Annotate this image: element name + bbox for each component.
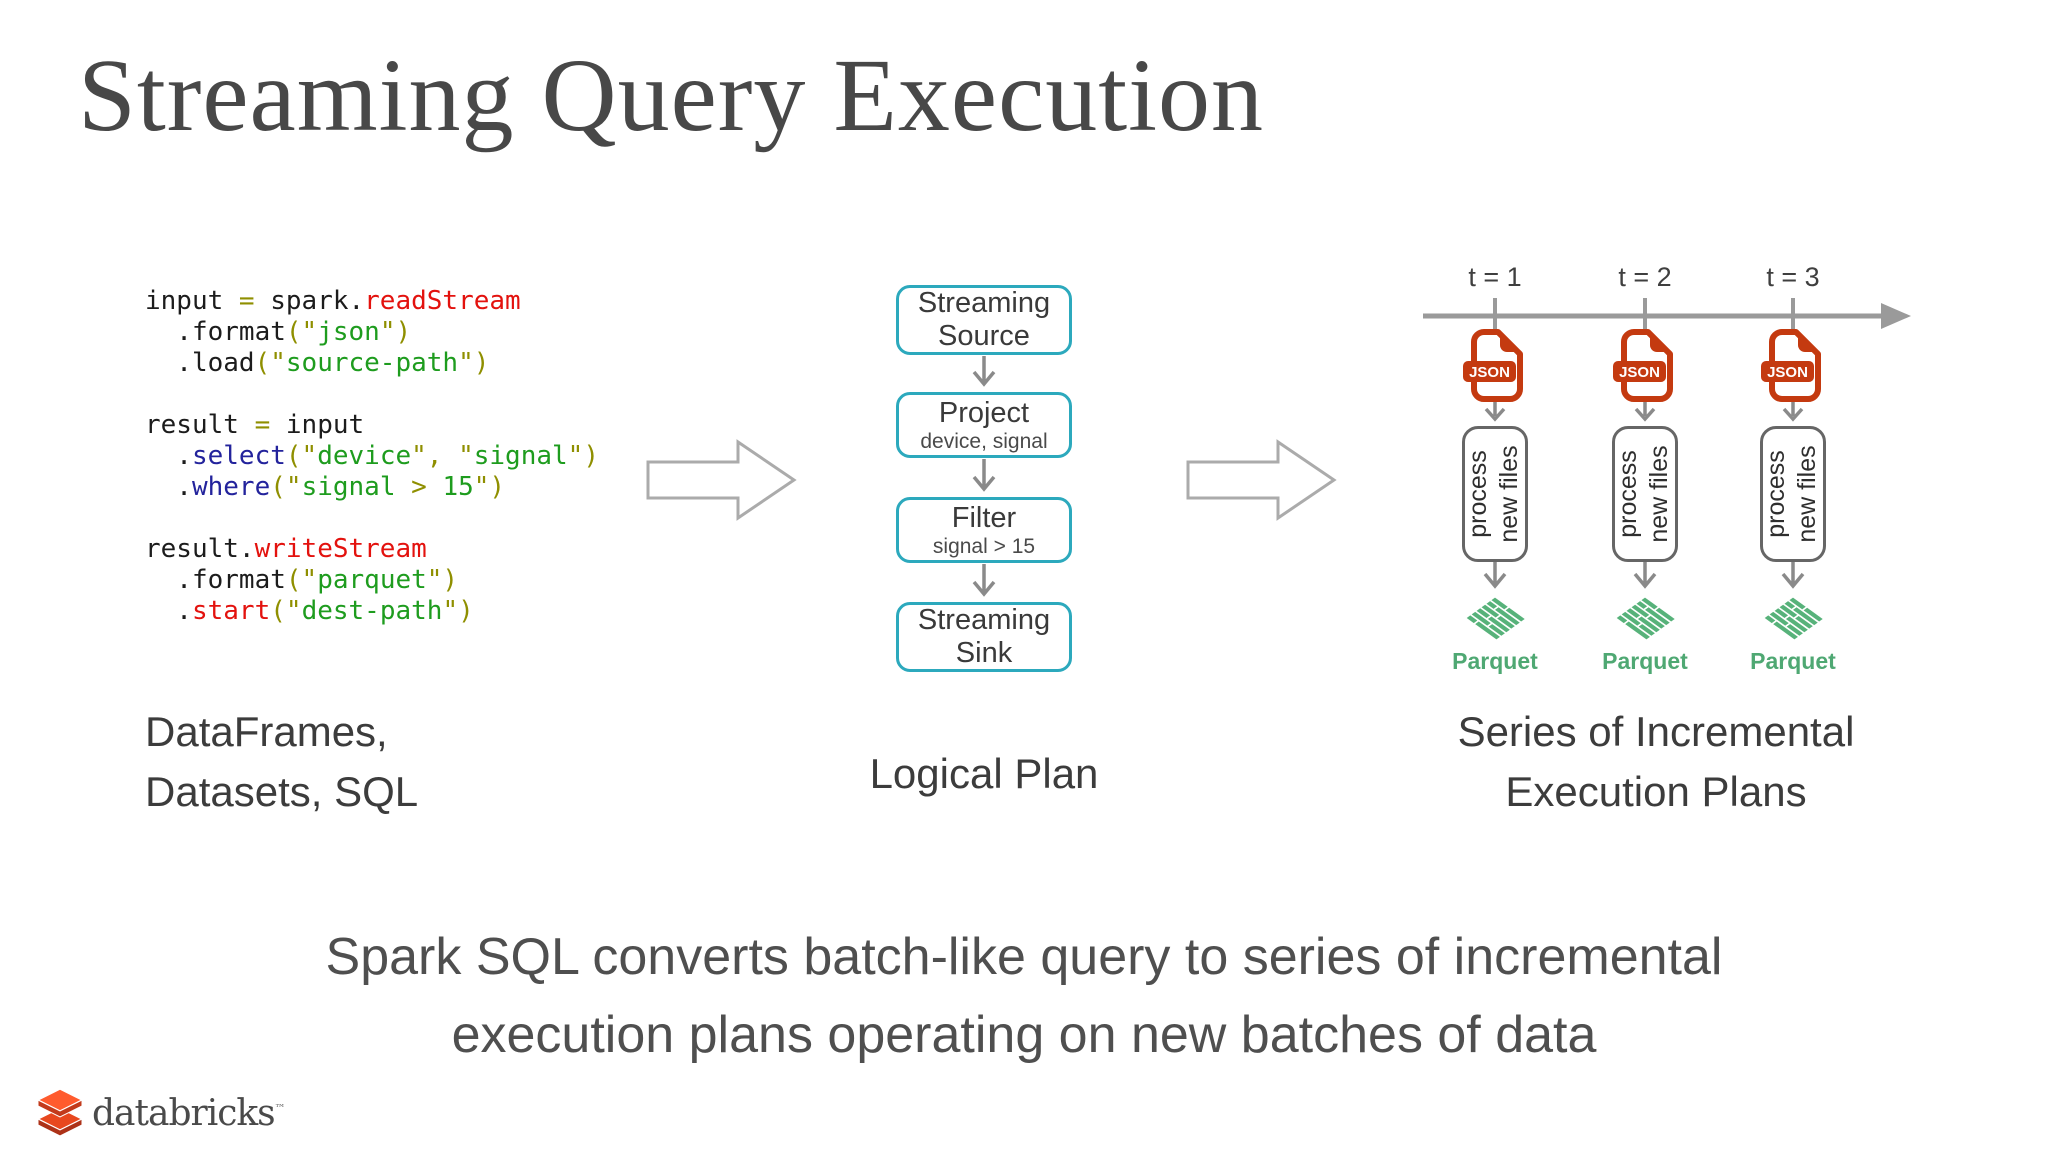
plan-node-streaming-sink: Streaming Sink [896,602,1072,672]
label-dataframes: DataFrames, Datasets, SQL [145,702,418,822]
databricks-wordmark: databricks™ [92,1092,286,1134]
parquet-label: Parquet [1452,648,1538,674]
code-line [145,379,599,410]
process-box-label: process new files [1614,445,1673,543]
code-line: result = input [145,410,365,440]
caption-line1: Spark SQL converts batch-like query to s… [325,928,1723,986]
code-line: .select("device", "signal") [145,441,599,471]
code-line: result.writeStream [145,534,427,564]
process-box-label: process new files [1464,445,1523,543]
parquet-label: Parquet [1750,648,1836,674]
label-dataframes-line1: DataFrames, [145,708,388,755]
label-dataframes-line2: Datasets, SQL [145,768,419,815]
t-label: t = 1 [1468,262,1522,292]
down-arrow-icon [972,564,996,597]
json-file-label: JSON [1619,364,1660,381]
plan-node-subtitle: signal > 15 [932,535,1036,558]
timeline-axis-icon [1423,298,1911,332]
process-box: process new files [1462,426,1528,562]
timeline-column-2: t = 2 JSON process new files Parquet [1577,262,1713,675]
json-file-label: JSON [1767,364,1808,381]
t-label: t = 2 [1618,262,1672,292]
databricks-logo: databricks™ [34,1088,286,1138]
label-series-line2: Execution Plans [1505,768,1807,815]
plan-node-project: Project device, signal [896,392,1072,458]
databricks-bricks-icon [36,1088,84,1137]
caption: Spark SQL converts batch-like query to s… [0,918,2048,1074]
plan-node-streaming-source: Streaming Source [896,285,1072,355]
timeline-column-1: t = 1 JSON process new files Parquet [1427,262,1563,675]
parquet-icon [1466,597,1525,640]
trademark-symbol: ™ [274,1101,286,1115]
down-arrow-icon [1483,562,1507,589]
json-file-icon: JSON [1761,329,1821,402]
code-line: .format("parquet") [145,565,459,595]
down-arrow-icon [1484,402,1506,422]
code-line: input = spark.readStream [145,286,521,316]
label-series-incremental: Series of Incremental Execution Plans [1386,702,1926,822]
plan-node-title: Project [938,397,1030,429]
plan-node-title: Filter [951,502,1017,534]
code-line: .where("signal > 15") [145,472,506,502]
t-label: t = 3 [1766,262,1820,292]
plan-node-subtitle: device, signal [920,430,1048,453]
json-file-icon: JSON [1463,329,1523,402]
plan-node-title: Streaming [917,287,1051,319]
down-arrow-icon [972,459,996,492]
code-block: input = spark.readStream .format("json")… [145,286,599,627]
plan-node-title: Source [938,320,1030,352]
label-series-line1: Series of Incremental [1457,708,1855,755]
caption-line2: execution plans operating on new batches… [451,1006,1597,1064]
down-arrow-icon [1634,402,1656,422]
down-arrow-icon [972,356,996,387]
process-box: process new files [1760,426,1826,562]
code-line: .format("json") [145,317,412,347]
process-box: process new files [1612,426,1678,562]
timeline-column-3: t = 3 JSON process new files Parquet [1725,262,1861,675]
code-line: .start("dest-path") [145,596,474,626]
code-line: .load("source-path") [145,348,490,378]
parquet-icon [1616,597,1675,640]
block-arrow-left-icon [646,439,797,521]
json-file-label: JSON [1469,364,1510,381]
page-title: Streaming Query Execution [78,38,1265,153]
json-file-icon: JSON [1613,329,1673,402]
parquet-icon [1764,597,1823,640]
plan-node-title: Streaming [917,604,1051,636]
down-arrow-icon [1633,562,1657,589]
plan-node-filter: Filter signal > 15 [896,497,1072,563]
down-arrow-icon [1781,562,1805,589]
parquet-label: Parquet [1602,648,1688,674]
plan-node-title: Sink [955,637,1013,669]
label-logical-plan: Logical Plan [869,750,1099,797]
code-line [145,503,599,534]
process-box-label: process new files [1762,445,1821,543]
block-arrow-right-icon [1186,439,1337,521]
down-arrow-icon [1782,402,1804,422]
